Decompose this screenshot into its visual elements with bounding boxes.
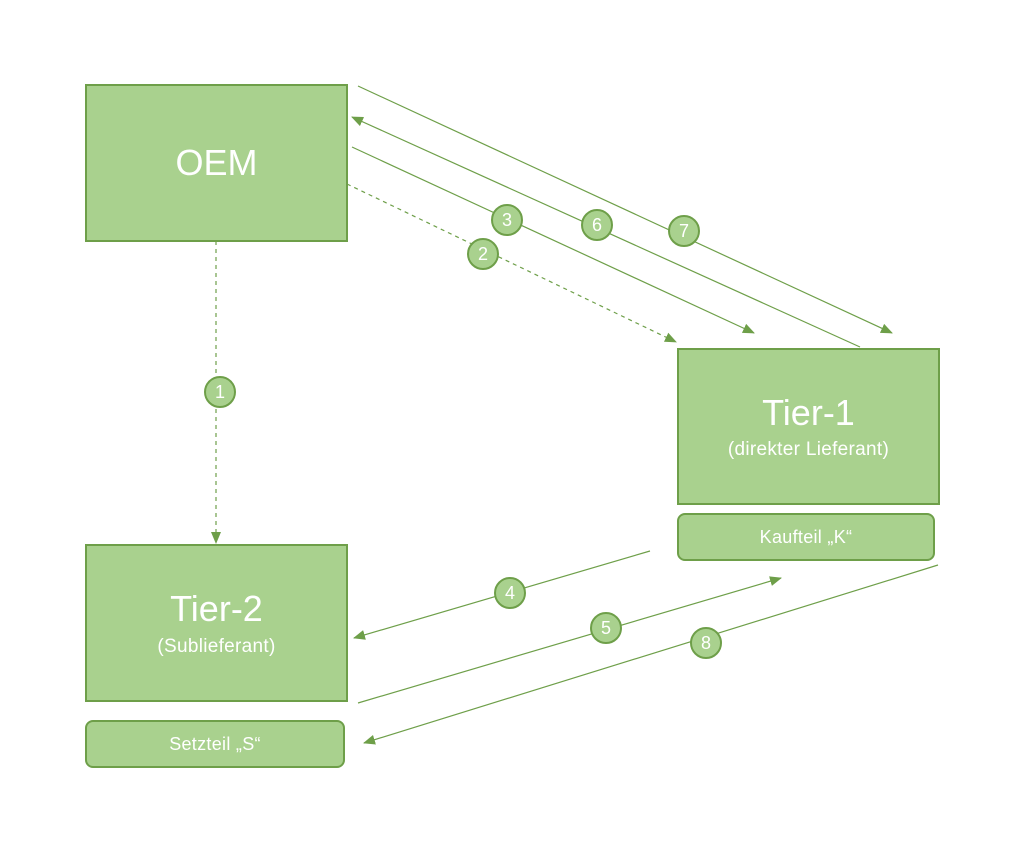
step-badge-8: 8 bbox=[690, 627, 722, 659]
kaufteil-label: Kaufteil „K“ bbox=[677, 513, 935, 561]
tier1-node: Tier-1 (direkter Lieferant) bbox=[677, 348, 940, 505]
step-number: 4 bbox=[504, 582, 515, 603]
arrow-8-tier1-to-setzteil bbox=[363, 564, 939, 745]
step-badge-2: 2 bbox=[467, 238, 499, 270]
step-number: 3 bbox=[501, 209, 512, 230]
oem-node: OEM bbox=[85, 84, 348, 242]
step-number: 8 bbox=[700, 632, 711, 653]
tier2-title: Tier-2 bbox=[170, 588, 263, 630]
arrow-7-oem-to-tier1 bbox=[357, 85, 893, 334]
step-badge-7: 7 bbox=[668, 215, 700, 247]
tier2-node: Tier-2 (Sublieferant) bbox=[85, 544, 348, 702]
step-badge-3: 3 bbox=[491, 204, 523, 236]
setzteil-text: Setzteil „S“ bbox=[169, 733, 261, 754]
tier2-subtitle: (Sublieferant) bbox=[157, 635, 276, 657]
step-badge-1: 1 bbox=[204, 376, 236, 408]
step-number: 7 bbox=[678, 220, 689, 241]
step-number: 1 bbox=[214, 381, 225, 402]
step-badge-4: 4 bbox=[494, 577, 526, 609]
tier1-title: Tier-1 bbox=[762, 391, 855, 433]
kaufteil-text: Kaufteil „K“ bbox=[759, 526, 853, 547]
arrow-5-tier2-to-tier1 bbox=[357, 576, 782, 704]
step-number: 6 bbox=[591, 214, 602, 235]
tier1-subtitle: (direkter Lieferant) bbox=[727, 439, 890, 461]
step-badge-5: 5 bbox=[590, 612, 622, 644]
arrow-2-oem-to-tier1 bbox=[346, 183, 677, 343]
step-number: 2 bbox=[477, 243, 488, 264]
step-number: 5 bbox=[600, 617, 611, 638]
arrow-3-oem-to-tier1 bbox=[351, 146, 755, 334]
oem-title: OEM bbox=[175, 142, 258, 184]
step-badge-6: 6 bbox=[581, 209, 613, 241]
setzteil-label: Setzteil „S“ bbox=[85, 720, 345, 768]
